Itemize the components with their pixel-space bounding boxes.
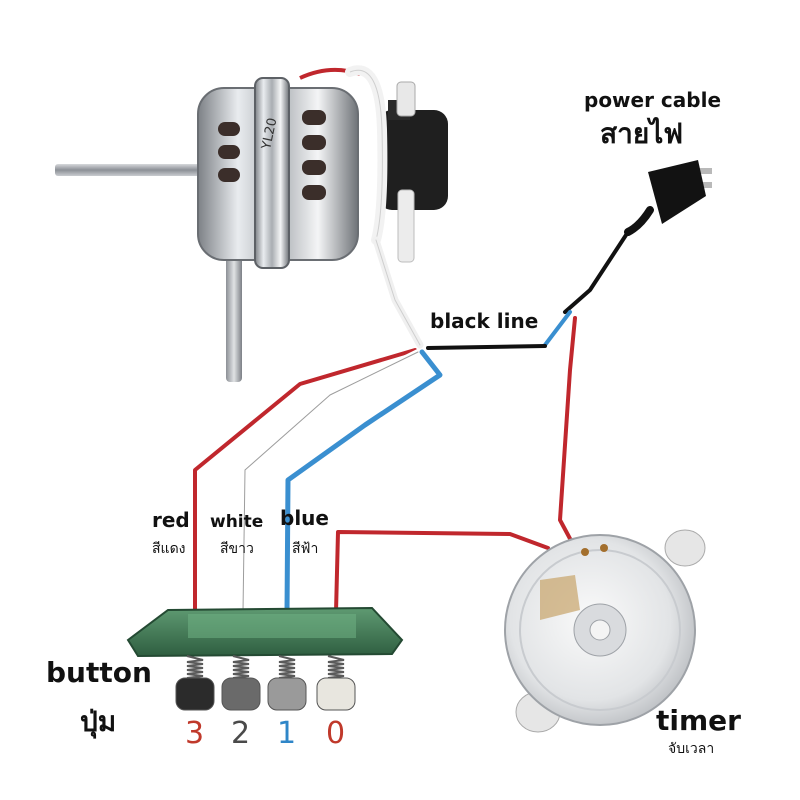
- button-thai-label: ปุ่ม: [80, 705, 117, 738]
- speed-button-0[interactable]: [316, 655, 356, 711]
- white-wire-thai-label: สีขาว: [220, 541, 254, 557]
- power-plug: [624, 160, 712, 236]
- black-line-wire: [426, 344, 547, 350]
- red-wire: [193, 348, 417, 614]
- white-wire-label: white: [210, 512, 264, 532]
- motor-mount-rod: [226, 240, 242, 382]
- black-line-label: black line: [430, 309, 539, 333]
- power-cable-wire: [563, 230, 630, 314]
- fan-motor: YL20: [55, 65, 448, 382]
- button-cap[interactable]: [316, 677, 356, 711]
- button-cap[interactable]: [221, 677, 261, 711]
- white-wire: [240, 349, 421, 615]
- timer-label: timer: [656, 704, 741, 737]
- button-label: button: [46, 656, 152, 689]
- power-cable-thai-label: สายไฟ: [600, 117, 684, 150]
- timer-feed-wire: [558, 316, 577, 550]
- wires: [193, 230, 630, 615]
- timer-thai-label: จับเวลา: [668, 741, 715, 757]
- oscillation-gearbox: [378, 110, 448, 210]
- button-spring: [327, 655, 345, 679]
- button-cap[interactable]: [267, 677, 307, 711]
- button-cap[interactable]: [175, 677, 215, 711]
- blue-wire-label: blue: [280, 506, 329, 530]
- cable-blue-wire: [543, 310, 572, 347]
- timer-button-wire: [334, 530, 550, 614]
- timer-device: [504, 529, 706, 733]
- button-number-3: 3: [185, 716, 205, 751]
- speed-button-2[interactable]: [221, 655, 261, 711]
- motor-marking: YL20: [259, 117, 280, 152]
- button-spring: [186, 655, 204, 679]
- button-spring: [278, 655, 296, 679]
- motor-shaft: [55, 164, 215, 176]
- button-number-0: 0: [326, 716, 346, 751]
- speed-switch: [126, 606, 404, 711]
- red-wire-label: red: [152, 508, 190, 532]
- blue-wire: [284, 349, 443, 615]
- button-spring: [232, 655, 250, 679]
- blue-wire-thai-label: สีฟ้า: [292, 541, 319, 557]
- power-cable-label: power cable: [584, 88, 722, 112]
- speed-button-3[interactable]: [175, 655, 215, 711]
- button-number-1: 1: [277, 716, 297, 751]
- button-number-2: 2: [231, 716, 251, 751]
- speed-button-1[interactable]: [267, 655, 307, 711]
- red-wire-thai-label: สีแดง: [152, 541, 186, 557]
